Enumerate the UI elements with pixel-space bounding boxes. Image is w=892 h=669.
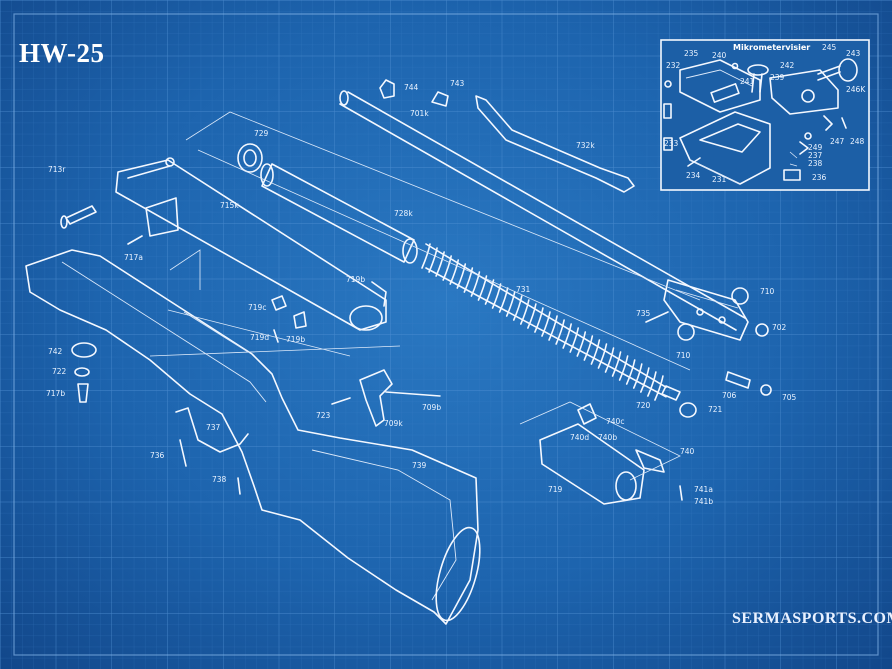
label-717a: 717a: [124, 253, 143, 262]
label-719d: 719d: [250, 333, 269, 342]
part-719c: [271, 295, 287, 311]
spring-guide-720: [661, 385, 681, 401]
label-709b: 709b: [422, 403, 441, 412]
label-744: 744: [404, 83, 419, 92]
label-731: 731: [516, 285, 531, 294]
label-737: 737: [206, 423, 221, 432]
label-719c: 719c: [248, 303, 266, 312]
screw-713r: [65, 205, 97, 225]
mainspring-731: [421, 243, 667, 401]
label-719: 719: [548, 485, 563, 494]
pin-717a: [127, 235, 143, 245]
washer-721: [679, 402, 697, 418]
spring-706: [725, 371, 751, 389]
washer-710-top: [731, 287, 749, 305]
label-740c: 740c: [606, 417, 624, 426]
part-labels: 713r 717a 715k 729 728k 744 743 701k 732…: [46, 43, 866, 506]
screw-738: [237, 477, 241, 495]
pin-723: [331, 397, 351, 405]
screw-717b: [77, 383, 89, 403]
label-720: 720: [636, 401, 651, 410]
label-710-b: 710: [676, 351, 691, 360]
label-245: 245: [822, 43, 837, 52]
label-719b-a: 719b: [346, 275, 365, 284]
label-719b-b: 719b: [286, 335, 305, 344]
label-239: 239: [770, 73, 785, 82]
trigger-guard-737: [175, 407, 249, 453]
label-710-a: 710: [760, 287, 775, 296]
label-709k: 709k: [384, 419, 403, 428]
diagram-title: HW-25: [19, 38, 105, 68]
cocking-lever-732k: [475, 95, 635, 193]
label-742: 742: [48, 347, 63, 356]
label-241: 241: [740, 77, 755, 86]
front-sight-744: [379, 79, 395, 99]
label-702: 702: [772, 323, 787, 332]
frame-border: [13, 13, 879, 656]
label-701k: 701k: [410, 109, 429, 118]
label-741a: 741a: [694, 485, 713, 494]
label-235: 235: [684, 49, 699, 58]
label-713r: 713r: [48, 165, 66, 174]
label-732k: 732k: [576, 141, 595, 150]
piston-728k: [260, 163, 418, 264]
trigger-709k: [359, 369, 393, 427]
label-238: 238: [808, 159, 823, 168]
trigger-assembly-719: [539, 403, 683, 505]
seal-729: [237, 143, 263, 173]
label-231: 231: [712, 175, 727, 184]
label-248: 248: [850, 137, 865, 146]
watermark-logo: SERMASPORTS.COM: [732, 610, 892, 627]
label-233: 233: [664, 139, 679, 148]
ball-705: [760, 384, 772, 396]
label-740d: 740d: [570, 433, 589, 442]
pin-702: [755, 323, 769, 337]
screw-736: [179, 439, 187, 467]
label-242: 242: [780, 61, 795, 70]
inset-title: Mikrometervisier: [733, 43, 810, 52]
washer-742: [71, 342, 97, 358]
label-743: 743: [450, 79, 465, 88]
label-236: 236: [812, 173, 827, 182]
pin-719d: [273, 329, 279, 343]
label-739: 739: [412, 461, 427, 470]
label-728k: 728k: [394, 209, 413, 218]
label-721: 721: [708, 405, 723, 414]
washer-710-bottom: [677, 323, 695, 341]
label-249: 249: [808, 143, 823, 152]
label-723: 723: [316, 411, 331, 420]
inset-micrometer-sight: Mikrometervisier: [660, 39, 870, 191]
label-237: 237: [808, 151, 823, 160]
label-243: 243: [846, 49, 861, 58]
pin-709b: [385, 391, 441, 397]
ring-743: [431, 91, 449, 107]
label-729: 729: [254, 129, 269, 138]
label-234: 234: [686, 171, 701, 180]
block-719b: [293, 311, 307, 329]
pin-735: [645, 311, 669, 323]
label-715k: 715k: [220, 201, 239, 210]
label-740: 740: [680, 447, 695, 456]
label-738: 738: [212, 475, 227, 484]
label-740b: 740b: [598, 433, 617, 442]
label-232: 232: [666, 61, 681, 70]
label-247: 247: [830, 137, 845, 146]
stock-739: [25, 249, 481, 625]
label-717b: 717b: [46, 389, 65, 398]
label-705: 705: [782, 393, 797, 402]
label-722: 722: [52, 367, 67, 376]
label-706: 706: [722, 391, 737, 400]
barrel-701k: [339, 90, 749, 341]
label-246K: 246K: [846, 85, 866, 94]
receiver-715k: [115, 159, 387, 331]
label-735: 735: [636, 309, 651, 318]
label-741b: 741b: [694, 497, 713, 506]
label-736: 736: [150, 451, 165, 460]
washer-722: [74, 367, 90, 377]
label-240: 240: [712, 51, 727, 60]
